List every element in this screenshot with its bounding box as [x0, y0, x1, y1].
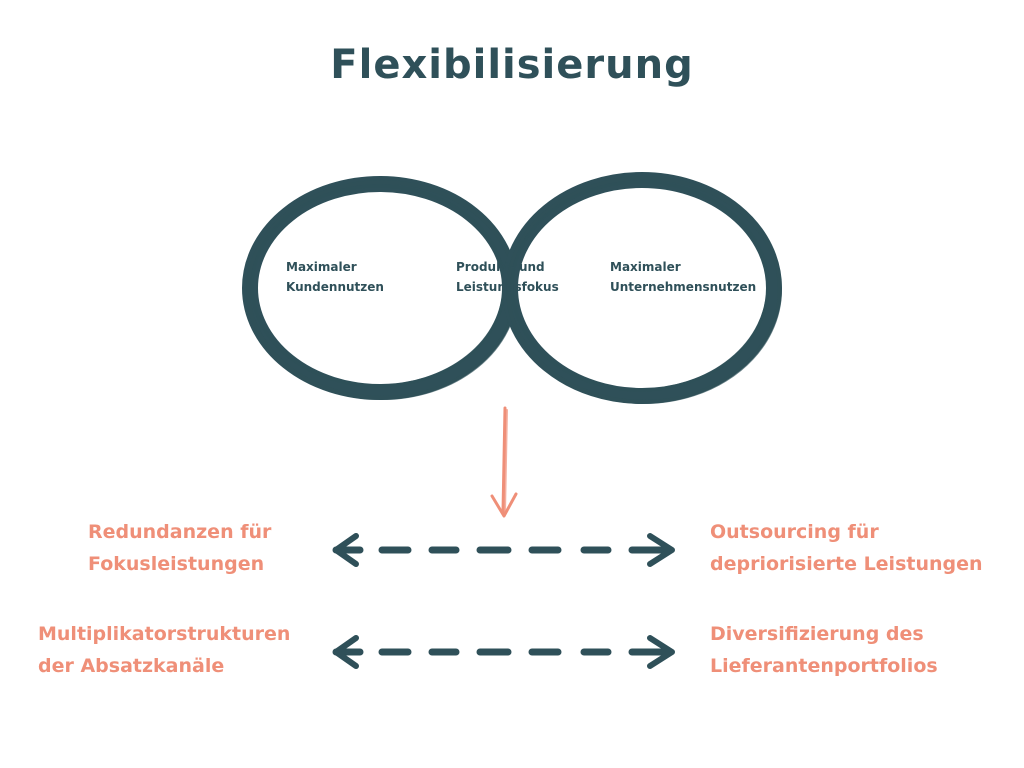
double-arrow-icon-2 — [332, 635, 675, 669]
row-1-right-line-2: depriorisierte Leistungen — [710, 553, 983, 575]
down-arrow-icon — [490, 406, 518, 518]
row-1-right-line-1: Outsourcing für — [710, 521, 879, 543]
venn-center-label-line-2: Leistungsfokus — [456, 280, 559, 294]
row-2-right-line-1: Diversifizierung des — [710, 623, 924, 645]
row-1-left-text: Redundanzen für Fokusleistungen — [88, 516, 271, 580]
venn-right-label: Maximaler Unternehmensnutzen — [610, 257, 756, 297]
venn-left-label: Maximaler Kundennutzen — [286, 257, 384, 297]
row-1-right-text: Outsourcing für depriorisierte Leistunge… — [710, 516, 983, 580]
page-title: Flexibilisierung — [330, 42, 694, 88]
venn-left-label-line-1: Maximaler — [286, 260, 357, 274]
row-2-left-line-1: Multiplikatorstrukturen — [38, 623, 291, 645]
row-2-right-line-2: Lieferantenportfolios — [710, 655, 938, 677]
venn-right-label-line-1: Maximaler — [610, 260, 681, 274]
row-2-left-text: Multiplikatorstrukturen der Absatzkanäle — [38, 618, 290, 682]
venn-center-label: Produkt- und Leistungsfokus — [456, 257, 559, 297]
row-2-left-line-2: der Absatzkanäle — [38, 655, 225, 677]
venn-center-label-line-1: Produkt- und — [456, 260, 545, 274]
venn-left-label-line-2: Kundennutzen — [286, 280, 384, 294]
venn-right-label-line-2: Unternehmensnutzen — [610, 280, 757, 294]
double-arrow-icon-1 — [332, 533, 675, 567]
row-1-left-line-1: Redundanzen für — [88, 521, 272, 543]
row-1-left-line-2: Fokusleistungen — [88, 553, 265, 575]
venn-diagram — [242, 172, 782, 404]
row-2-right-text: Diversifizierung des Lieferantenportfoli… — [710, 618, 938, 682]
